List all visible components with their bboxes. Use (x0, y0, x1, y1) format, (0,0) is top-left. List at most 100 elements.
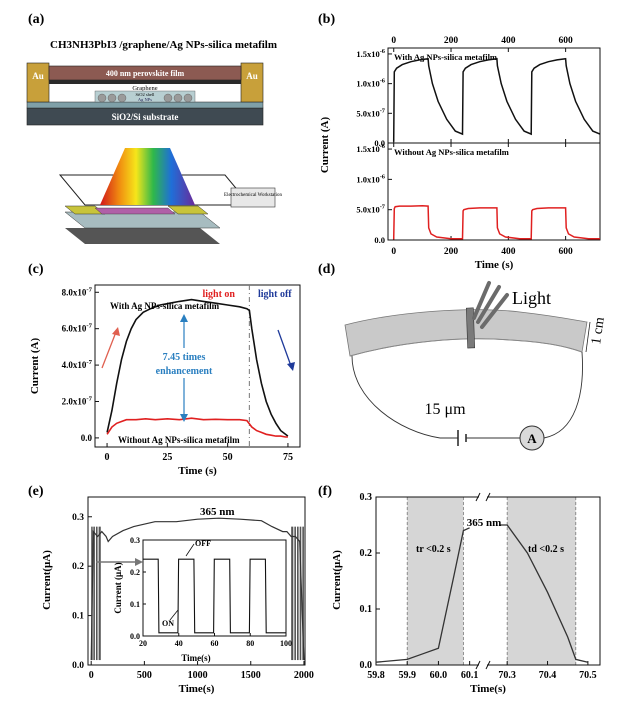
device-3d-illustration: Electrochemical Workstation (58, 148, 282, 244)
chart-c-rise-arrow (101, 331, 117, 369)
chart-e-frame (87, 496, 306, 666)
chart-e-inset-on-arrow (169, 609, 179, 621)
chart-b-xtick-label: 200 (444, 247, 459, 257)
light-ray (476, 285, 501, 324)
panel-a-title: CH3NH3PbI3 /graphene/Ag NPs-silica metaf… (50, 39, 277, 51)
ag-nanoparticles (97, 93, 193, 103)
gap-label: 15 μm (424, 401, 466, 418)
chart-c-xtick-label: 75 (283, 452, 293, 463)
rainbow-light-beam (100, 148, 195, 205)
chart-f-xtick-label: 60.1 (461, 670, 479, 681)
chart-e-series-line (90, 517, 305, 661)
chart-b-series-line (392, 57, 601, 142)
substrate-top-layer (26, 101, 264, 109)
ag-np (107, 93, 117, 103)
chart-c-ytick-label: 8.0x10-7 (62, 286, 93, 297)
chart-c-with-label: With Ag NPs-silica metafilm (110, 301, 220, 311)
chart-b-xtick-label: 400 (501, 247, 516, 257)
au-pad-3d-right (167, 205, 209, 215)
chart-e-xtick-label: 500 (137, 670, 152, 681)
workstation-box (230, 187, 276, 208)
chart-e-inset-xtick-label: 40 (175, 639, 183, 648)
ag-np (173, 93, 183, 103)
chart-e-switch-band (98, 526, 101, 661)
chart-e-inset-ytick-label: 0.0 (130, 632, 140, 641)
au-electrode-left (26, 62, 50, 103)
chart-c-fall-arrow (277, 329, 292, 367)
chart-c-rise-arrowhead (112, 327, 120, 336)
chart-e-ytick-label: 0.1 (72, 612, 84, 622)
chart-f-ytick-label: 0.0 (360, 660, 373, 671)
chart-f-rise-label: tr <0.2 s (416, 544, 451, 555)
chart-c-fall-arrowhead (287, 362, 295, 371)
panel-d-letter: (d) (318, 262, 335, 277)
chart-e-inset-ytick-label: 0.2 (130, 568, 140, 577)
chart-f-xtick-label: 60.0 (430, 670, 448, 681)
chart-f-break-gap-bottom (479, 661, 487, 669)
chart-f-break-mark (475, 492, 481, 502)
perovskite-3d (94, 207, 176, 215)
panel-a-letter: (a) (28, 12, 45, 27)
strip-front-edge (349, 338, 583, 357)
chart-e-inset-ylabel: Current (μA) (113, 562, 123, 613)
chart-e-annotation: 365 nm (200, 506, 235, 518)
chart-b-ytick-label: 5.0x10-7 (356, 204, 385, 215)
chart-e-switch-band (302, 526, 304, 661)
chart-f-series-line (375, 527, 470, 663)
light-ray (472, 281, 491, 320)
chart-c-enhancement-arrowhead (180, 314, 188, 322)
chart-b-ytick-label: 1.0x10-6 (356, 78, 385, 89)
chart-c-frame (94, 284, 301, 448)
chart-b-ytick-label: 1.5x10-6 (356, 48, 385, 59)
chart-e-switch-band (299, 526, 302, 661)
chart-e-xtick-label: 1000 (188, 670, 208, 681)
chart-c-ytick-label: 2.0x10-7 (62, 395, 93, 406)
chart-c-enhancement-label: enhancement (156, 366, 213, 377)
panel-f-letter: (f) (318, 484, 332, 499)
panel-c-letter: (c) (28, 262, 44, 277)
chart-e-inset-on-label: ON (162, 619, 174, 628)
chart-e-inset-off-label: OFF (195, 539, 211, 548)
chart-c-series-line (106, 298, 289, 437)
chart-c-xtick-label: 0 (105, 452, 110, 463)
chart-b-top-tick-label: 400 (501, 36, 516, 46)
substrate-3d-top (64, 211, 221, 229)
panel-b-letter: (b) (318, 12, 335, 27)
chart-c-ytick-label: 4.0x10-7 (62, 359, 93, 370)
chart-b-top-tick-label: 200 (444, 36, 459, 46)
chart-f-xtick-label: 70.5 (579, 670, 597, 681)
au-label-left: Au (32, 71, 44, 81)
chart-b-ytick-label: 0.0 (374, 235, 385, 245)
chart-e-xtick-label: 1500 (241, 670, 261, 681)
chart-b-ytick-label: 1.5x10-6 (356, 143, 385, 154)
chart-e-inset-ytick-label: 0.1 (130, 600, 140, 609)
au-electrode-right (240, 62, 264, 103)
substrate-3d-base (65, 228, 220, 244)
chart-c-series-line (106, 417, 288, 438)
chart-f-ytick-label: 0.2 (360, 548, 373, 559)
chart-f-ylabel: Current(μA) (331, 550, 343, 610)
chart-c-light-off-label: light off (258, 289, 292, 300)
chart-e-inset-xtick-label: 20 (139, 639, 147, 648)
electrode-gap (465, 307, 476, 349)
panel-e-letter: (e) (28, 484, 44, 499)
chart-c-ylabel: Current (A) (29, 338, 41, 395)
chart-f-break-mark (475, 660, 481, 670)
chart-e-xtick-label: 2000 (294, 670, 314, 681)
chart-b-ylabel: Current (A) (319, 117, 331, 174)
chart-b-frame-2 (387, 142, 601, 241)
light-ray (480, 293, 509, 329)
ag-np (97, 93, 107, 103)
chart-c-ytick-label: 0.0 (81, 433, 93, 443)
width-label: 1 cm (589, 316, 608, 346)
graphene-layer (49, 80, 241, 84)
chart-b-ytick-label: 5.0x10-7 (356, 107, 385, 118)
chart-b-top-tick-label: 0 (391, 36, 396, 46)
chart-f-xtick-label: 59.8 (367, 670, 385, 681)
graphene-label: Graphene (132, 85, 157, 92)
chart-b-series-line (392, 204, 600, 240)
chart-e-ytick-label: 0.3 (72, 513, 84, 523)
light-rays (472, 281, 509, 329)
